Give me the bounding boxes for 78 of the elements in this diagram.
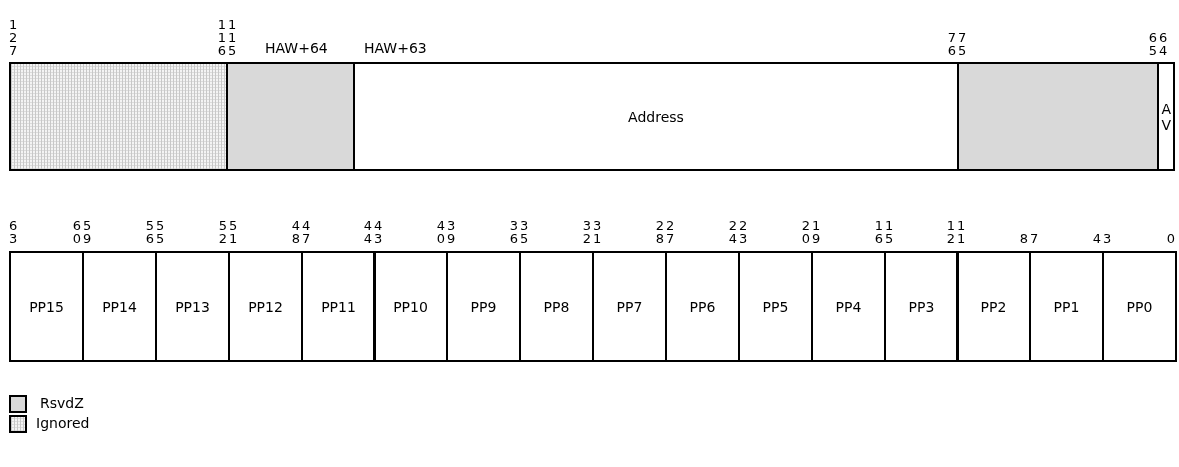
bit-number: 11 [957,219,966,245]
bit-number: 56 [145,219,154,245]
register-field [1157,62,1175,171]
bit-number: 7 [1030,232,1039,245]
register-field [1029,251,1104,362]
field-name: PP10 [393,298,428,315]
register-field [446,251,521,362]
field-name: PP1 [1053,298,1080,315]
bit-number: 20 [801,219,810,245]
field-name: AV [1161,100,1171,133]
legend-label: RsvdZ [40,395,84,411]
bit-number: 43 [374,219,383,245]
field-name: PP6 [689,298,716,315]
bit-number: 65 [1148,31,1157,57]
bit-number: 116 [217,18,226,57]
field-name: PP3 [908,298,935,315]
register-field [665,251,740,362]
register-field [155,251,230,362]
field-name: PP7 [616,298,643,315]
bit-number: 76 [947,31,956,57]
bit-number: 32 [582,219,591,245]
bit-number: 59 [83,219,92,245]
bit-number: 75 [958,31,967,57]
bit-number: 64 [1159,31,1168,57]
field-name: PP5 [762,298,789,315]
field-name: PP4 [835,298,862,315]
legend-label: Ignored [36,415,90,431]
bit-number: 60 [72,219,81,245]
bit-number: 19 [812,219,821,245]
register-field [373,251,448,362]
bit-number: 15 [885,219,894,245]
field-name: PP2 [980,298,1007,315]
bit-number: 39 [447,219,456,245]
bit-number: 51 [229,219,238,245]
bit-number: 48 [291,219,300,245]
bit-number: 55 [156,219,165,245]
register-field [228,251,303,362]
bit-number: 35 [520,219,529,245]
field-name: PP8 [543,298,570,315]
field-name: PP14 [102,298,137,315]
register-field [811,251,886,362]
bit-number: 44 [363,219,372,245]
bit-number: 40 [436,219,445,245]
field-name: PP9 [470,298,497,315]
bit-number: 24 [728,219,737,245]
register-field [738,251,813,362]
register-field [592,251,667,362]
reserved-field [226,62,355,171]
bit-number: 12 [946,219,955,245]
bit-number: 8 [1019,232,1028,245]
field-name: PP13 [175,298,210,315]
bit-number: 3 [1103,232,1112,245]
bit-position-label: HAW+64 [265,42,328,55]
field-name: PP0 [1126,298,1153,315]
bit-number: 36 [509,219,518,245]
field-name: Address [628,108,684,125]
bit-number: 115 [228,18,237,57]
register-field [82,251,157,362]
register-field [884,251,959,362]
bit-position-label: HAW+63 [364,42,427,55]
register-field [956,251,1031,362]
field-name: PP12 [248,298,283,315]
field-name: PP15 [29,298,64,315]
register-field [301,251,376,362]
register-field [9,251,84,362]
bit-number: 31 [593,219,602,245]
register-field [1102,251,1177,362]
ignored-field [9,62,228,171]
bit-number: 27 [666,219,675,245]
bit-number: 16 [874,219,883,245]
reserved-field [957,62,1159,171]
bit-number: 28 [655,219,664,245]
field-name: PP11 [321,298,356,315]
bit-number: 4 [1092,232,1101,245]
bit-number: 47 [302,219,311,245]
register-field [519,251,594,362]
bit-number: 23 [739,219,748,245]
bit-number: 52 [218,219,227,245]
